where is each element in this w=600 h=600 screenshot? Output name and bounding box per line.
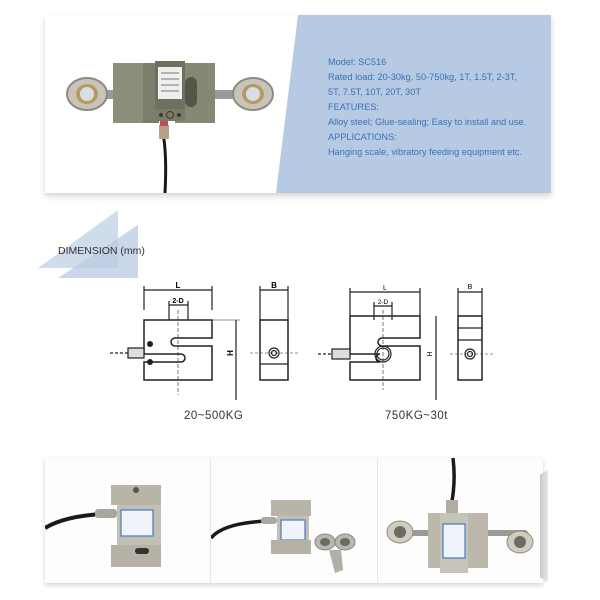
caption-large-capacity: 750KG~30t [385,410,449,422]
specs-panel [276,15,551,193]
photo-with-rod-ends [211,458,378,583]
drawing-large-capacity: L 2-D H B [318,284,495,400]
dim-label-L: L [176,281,181,290]
dim-label-L: L [383,285,387,292]
photo-assembled [377,458,543,583]
features-text: Alloy steel; Glue-sealing; Easy to insta… [328,117,527,127]
load-cell-image [66,61,274,194]
dim-label-B: B [468,284,473,291]
dim-label-2D: 2-D [172,298,183,305]
specs-text: Model: SC516 Rated load: 20-30kg, 50-750… [328,55,553,160]
dim-label-B: B [271,281,277,290]
caption-small-capacity: 20~500KG [184,410,244,422]
applications-heading: APPLICATIONS: [328,132,397,142]
rated-load-text: Rated load: 20-30kg, 50-750kg, 1T, 1.5T,… [328,72,517,82]
product-banner: Model: SC516 Rated load: 20-30kg, 50-750… [45,15,553,194]
product-photo-strip [45,458,543,583]
product-photo [45,15,305,194]
dim-label-H: H [225,350,234,356]
drawing-small-capacity: L 2-D H B [110,281,300,400]
strip-shadow-edge [540,470,548,582]
dim-label-2D: 2-D [378,299,389,306]
dimension-title: DIMENSION (mm) [58,245,145,257]
rated-load-text-cont: 5T, 7.5T, 10T, 20T, 30T [328,87,421,97]
features-heading: FEATURES: [328,102,379,112]
photo-front-view [45,458,212,583]
model-text: Model: SC516 [328,57,387,67]
triangle-decoration-icon [38,210,138,278]
applications-text: Hanging scale, vibratory feeding equipme… [328,147,523,157]
dim-label-H: H [425,351,432,356]
